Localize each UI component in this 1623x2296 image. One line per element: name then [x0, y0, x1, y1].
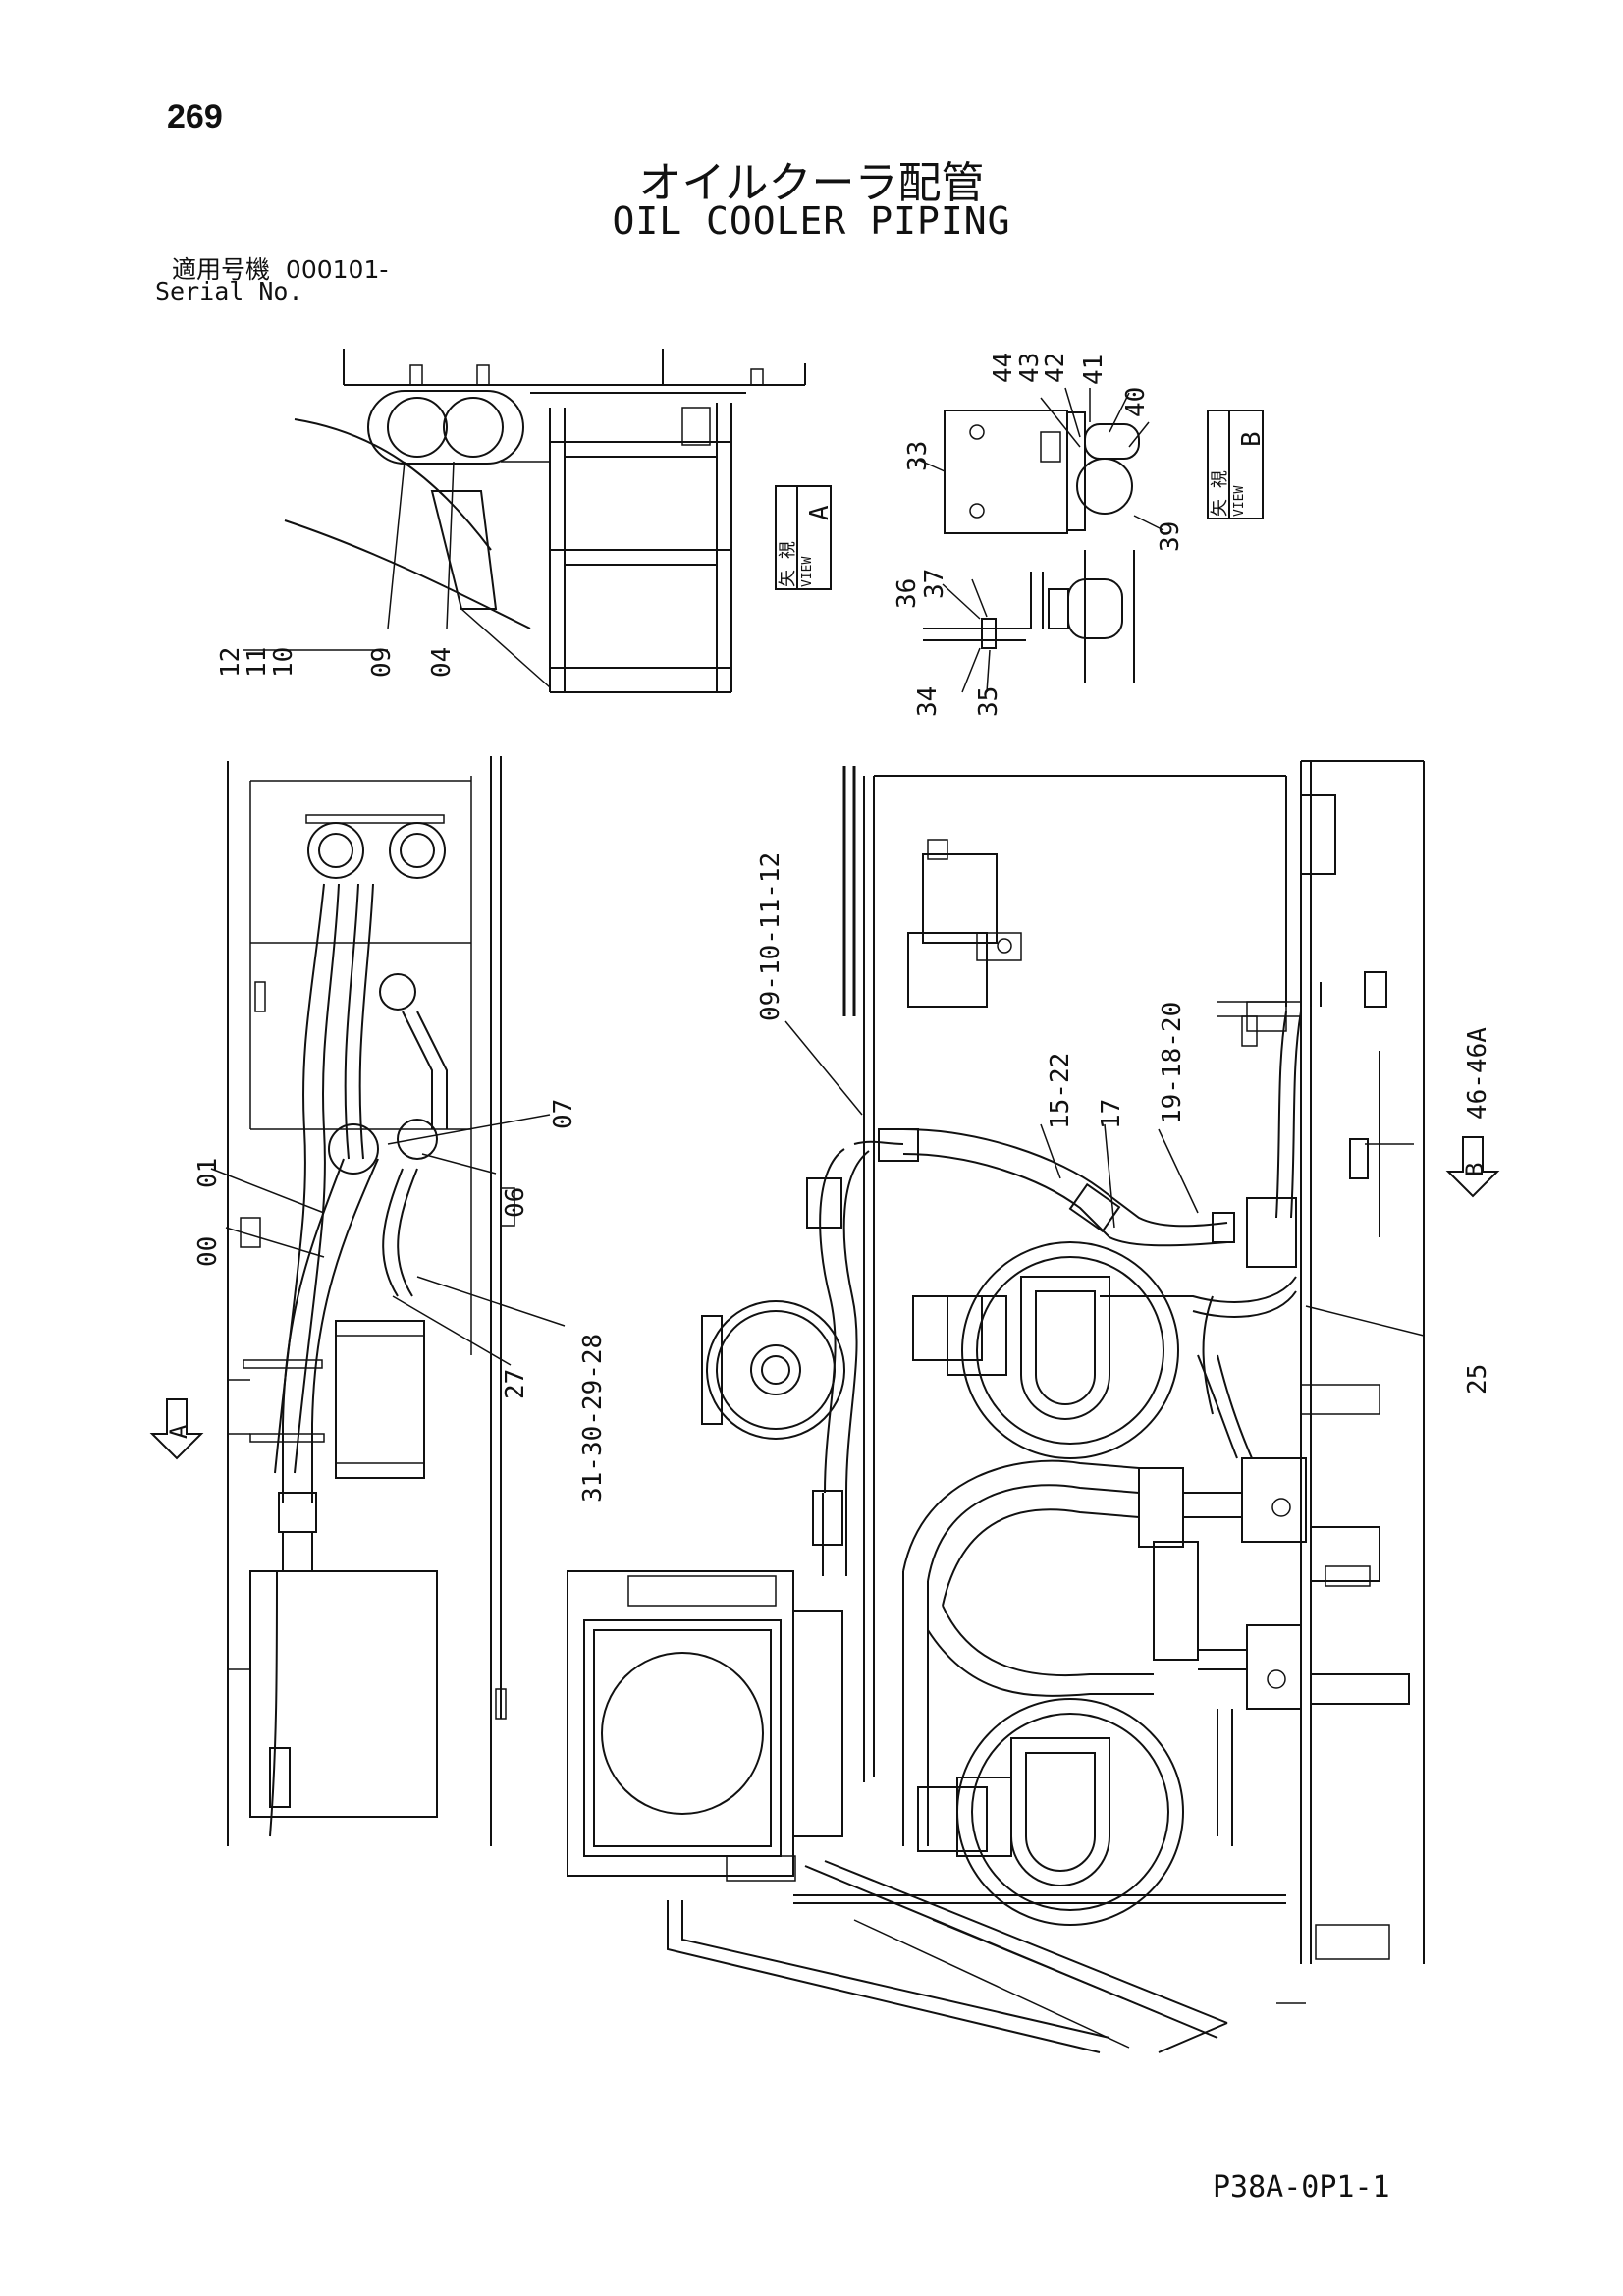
callout-11: 11: [243, 647, 272, 678]
arrow-a-letter: A: [165, 1424, 192, 1439]
view-b-letter: B: [1237, 431, 1267, 447]
callout-42: 42: [1041, 353, 1070, 383]
callout-00: 00: [193, 1236, 223, 1267]
serial-label-japanese: 適用号機: [172, 255, 271, 284]
callout-15-22: 15-22: [1046, 1053, 1075, 1129]
callout-33: 33: [903, 441, 933, 471]
right-main-view: 09-10-11-12 15-22 17 19-18-20 46-46A 25 …: [567, 760, 1500, 2053]
callout-25: 25: [1463, 1364, 1492, 1394]
callout-01: 01: [193, 1158, 223, 1188]
view-a-japanese-label: 矢 視: [778, 541, 798, 587]
callout-09: 09: [367, 647, 397, 678]
serial-label: 適用号機 000101-: [172, 250, 388, 286]
callout-31-30-29-28: 31-30-29-28: [578, 1334, 608, 1503]
serial-number: 000101-: [285, 255, 389, 284]
callout-04: 04: [427, 647, 457, 678]
callout-34: 34: [913, 686, 943, 717]
callout-40: 40: [1121, 387, 1151, 417]
callout-35: 35: [974, 686, 1003, 717]
left-main-view: 00 01 07 06 27 31-30-29-28 A: [149, 756, 608, 1846]
callout-37: 37: [920, 569, 949, 599]
view-a-view-label: VIEW: [800, 557, 815, 587]
view-b-view-label: VIEW: [1232, 486, 1247, 517]
view-b-detail: 33 44 43 42 41 40 39 矢 視 VIEW B 36 37 34…: [893, 353, 1267, 717]
callout-09-10-11-12: 09-10-11-12: [756, 852, 785, 1021]
arrow-b-letter: B: [1461, 1163, 1488, 1176]
callout-17: 17: [1097, 1099, 1126, 1129]
callout-06: 06: [501, 1187, 530, 1218]
view-b-japanese-label: 矢 視: [1210, 470, 1230, 517]
callout-10: 10: [269, 647, 298, 678]
callout-39: 39: [1156, 521, 1185, 552]
page-title-japanese: オイルクーラ配管: [638, 158, 985, 208]
callout-19-18-20: 19-18-20: [1158, 1002, 1187, 1124]
page-title: OIL COOLER PIPING: [612, 199, 1011, 243]
view-a-letter: A: [805, 505, 835, 520]
callout-07: 07: [549, 1099, 578, 1129]
callout-44: 44: [989, 353, 1018, 383]
document-code: P38A-0P1-1: [1213, 2170, 1390, 2205]
callout-27: 27: [501, 1369, 530, 1399]
page-number: 269: [167, 98, 223, 136]
view-a-detail: 12 11 10 09 04 矢 視 VIEW A: [216, 349, 835, 693]
callout-12: 12: [216, 647, 245, 678]
callout-46-46a: 46-46A: [1463, 1027, 1492, 1120]
callout-36: 36: [893, 578, 922, 609]
serial-label-english: Serial No.: [155, 277, 303, 305]
callout-41: 41: [1079, 355, 1109, 385]
callout-43: 43: [1015, 353, 1045, 383]
